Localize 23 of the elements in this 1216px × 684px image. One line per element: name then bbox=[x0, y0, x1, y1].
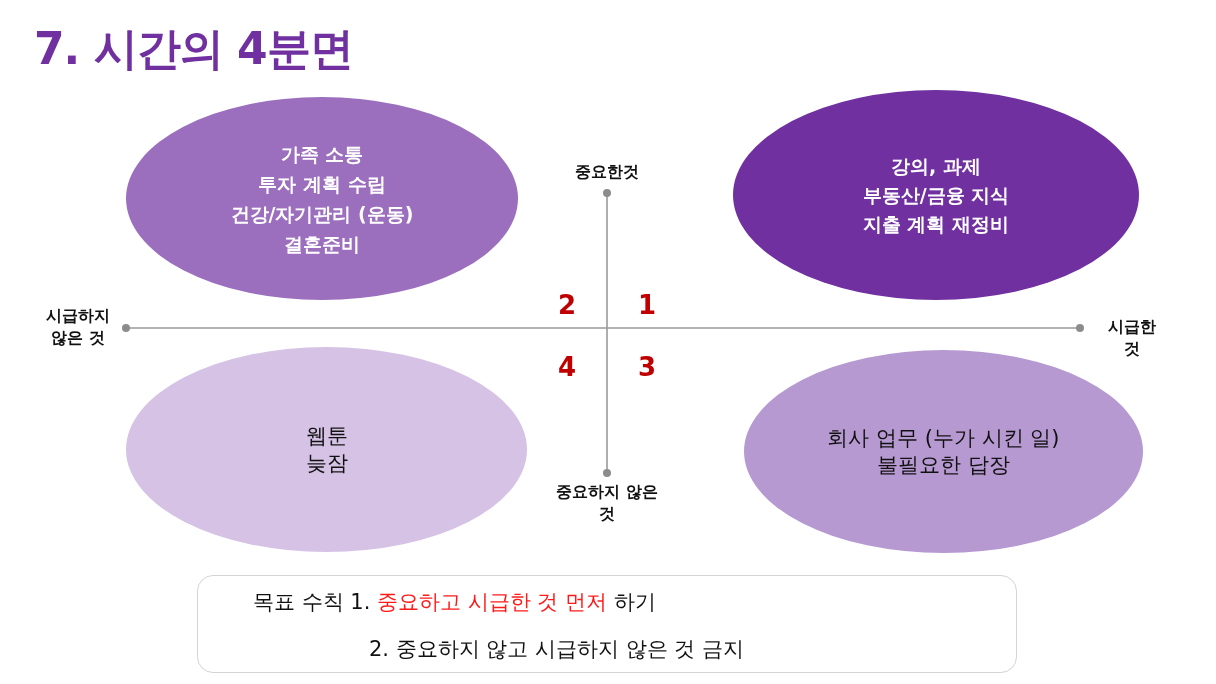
rule-text: 목표 수칙 1. 중요하고 시급한 것 먼저 하기 bbox=[253, 589, 656, 615]
quadrant-number: 3 bbox=[636, 351, 658, 383]
note-card bbox=[197, 575, 1017, 673]
task-text: 건강/자기관리 (운동) bbox=[230, 201, 414, 227]
task-text: 투자 계획 수립 bbox=[258, 171, 386, 197]
task-text: 늦잠 bbox=[305, 449, 348, 477]
task-text: 부동산/금융 지식 bbox=[862, 182, 1010, 208]
task-text: 가족 소통 bbox=[280, 141, 364, 167]
task-text: 회사 업무 (누가 시킨 일) bbox=[827, 424, 1060, 452]
page-title: 7. 시간의 4분면 bbox=[34, 22, 353, 76]
axis-label: 시급하지 않은 것 bbox=[45, 305, 111, 349]
rule-text: 2. 중요하지 않고 시급하지 않은 것 금지 bbox=[369, 636, 745, 662]
axis-label: 중요하지 않은 것 bbox=[555, 481, 659, 525]
task-text: 지출 계획 재정비 bbox=[862, 211, 1010, 237]
quadrant-number: 4 bbox=[556, 351, 578, 383]
quadrant-number: 1 bbox=[636, 289, 658, 321]
quadrant-number: 2 bbox=[556, 289, 578, 321]
task-text: 결혼준비 bbox=[284, 231, 360, 257]
task-text: 웹툰 bbox=[305, 422, 348, 450]
task-text: 강의, 과제 bbox=[891, 153, 981, 179]
axis-label: 중요한것 bbox=[574, 161, 640, 183]
task-text: 불필요한 답장 bbox=[877, 451, 1010, 479]
axis-label: 시급한 것 bbox=[1107, 316, 1157, 360]
